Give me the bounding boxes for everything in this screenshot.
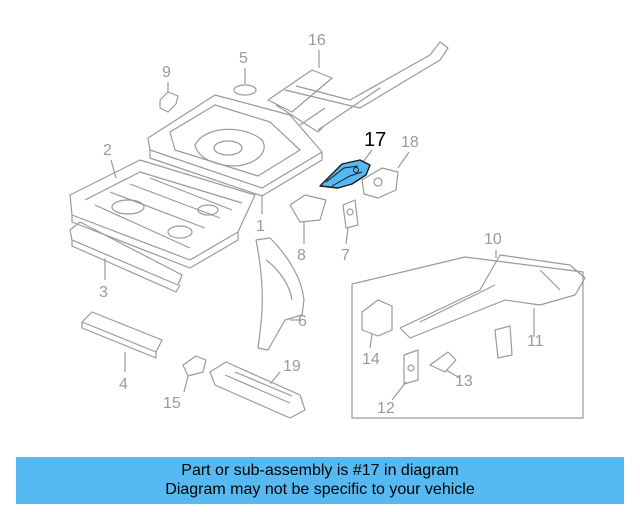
- part-17-highlighted[interactable]: [319, 159, 371, 189]
- callout-4: 4: [119, 376, 128, 393]
- callout-16: 16: [308, 32, 326, 49]
- callout-1: 1: [256, 218, 265, 235]
- leader-lines: [104, 50, 535, 401]
- callout-5: 5: [239, 50, 248, 67]
- callout-14: 14: [362, 351, 380, 368]
- parts-diagram: 9 5 16 2 17 18 1 8 7 10 3 6 11 14 19 4 1…: [69, 32, 586, 419]
- callout-17: 17: [364, 129, 386, 151]
- callout-12: 12: [377, 400, 395, 417]
- part-16-rear-member: [267, 41, 449, 133]
- callout-3: 3: [99, 284, 108, 301]
- callout-7: 7: [341, 247, 350, 264]
- part-19-extension: [209, 361, 306, 419]
- part-8-gusset: [289, 194, 327, 223]
- part-6-wheelhouse: [255, 237, 305, 351]
- callout-9: 9: [162, 64, 171, 81]
- part-info-banner: Part or sub-assembly is #17 in diagram D…: [16, 457, 624, 504]
- part-1-rear-floor: [147, 94, 323, 197]
- part-10-assembly-box: [351, 254, 586, 419]
- part-2-floor-pan: [69, 159, 256, 269]
- banner-line-1: Part or sub-assembly is #17 in diagram: [181, 462, 459, 479]
- part-4-reinforcement: [81, 311, 163, 359]
- callout-13: 13: [455, 373, 473, 390]
- callout-11: 11: [527, 333, 544, 350]
- part-9-bracket: [159, 91, 179, 113]
- banner-line-2: Diagram may not be specific to your vehi…: [165, 481, 475, 498]
- callout-10: 10: [484, 231, 502, 248]
- callout-15: 15: [163, 395, 181, 412]
- callout-2: 2: [103, 142, 112, 159]
- part-15-bracket: [182, 355, 207, 377]
- callout-18: 18: [401, 134, 419, 151]
- part-5-plug: [233, 84, 257, 96]
- callout-19: 19: [283, 358, 301, 375]
- part-18-bracket: [361, 167, 399, 199]
- callout-6: 6: [298, 313, 307, 330]
- part-3-cross-member: [69, 221, 183, 293]
- callout-labels: 9 5 16 2 17 18 1 8 7 10 3 6 11 14 19 4 1…: [99, 32, 544, 417]
- callout-8: 8: [297, 247, 306, 264]
- part-7-bracket: [342, 199, 359, 229]
